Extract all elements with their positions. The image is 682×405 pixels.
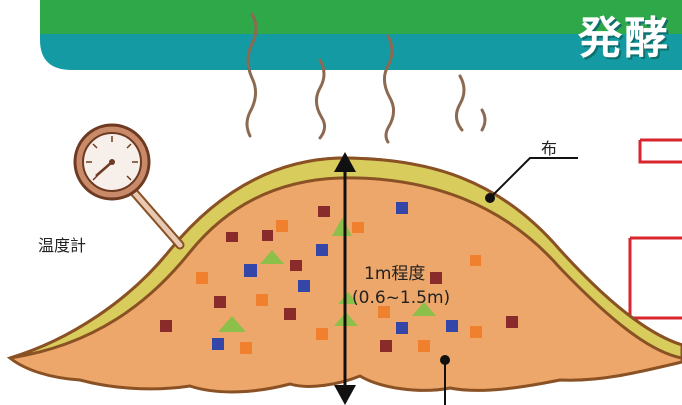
cloth-label: 布	[541, 135, 557, 159]
thermometer-label: 温度計	[38, 232, 86, 256]
red-frame	[630, 140, 682, 318]
height-label: 1m程度	[364, 259, 425, 284]
height-range-label: (0.6~1.5m)	[352, 288, 450, 308]
thermometer-icon	[75, 125, 180, 245]
banner-title: 発酵	[578, 2, 670, 66]
